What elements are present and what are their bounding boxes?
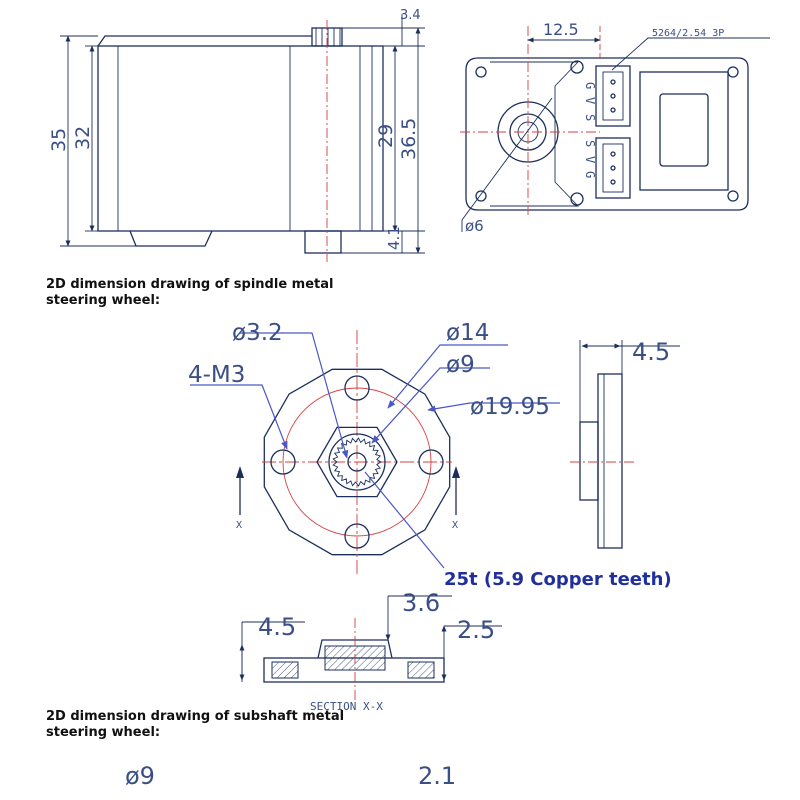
d19-95-leader — [427, 402, 560, 413]
m3-label: 4-M3 — [188, 362, 245, 388]
spindle-wheel-front: X X ø3.2 ø14 4-M3 ø9 ø19.95 25t (5.9 Cop… — [188, 320, 672, 590]
wheel-hex-hub — [316, 426, 398, 498]
wheel-outer-dodecagon — [263, 368, 451, 556]
mount-hole — [727, 190, 739, 202]
servo-back-view: G V S S V G 12.5 5264/2.54 3P ø6 — [460, 20, 770, 235]
teeth-note: 25t (5.9 Copper teeth) — [444, 569, 672, 590]
connector-pin — [610, 179, 616, 185]
dim-35-label: 35 — [48, 128, 70, 152]
mount-hole — [727, 66, 739, 78]
d9-leader — [371, 367, 490, 444]
d3-2-leader — [240, 332, 349, 459]
mount-hole — [475, 190, 487, 202]
servo-body-outline — [97, 45, 384, 232]
pin-label: V — [583, 156, 597, 163]
d6-leader — [461, 97, 553, 221]
spindle-wheel-caption: 2D dimension drawing of spindle metal st… — [46, 277, 334, 308]
pin-label: S — [583, 114, 597, 121]
pin-label: G — [583, 171, 597, 178]
connector-top — [595, 65, 631, 127]
subshaft-2-1-label: 2.1 — [418, 762, 456, 790]
section-view: 4.5 3.6 2.5 SECTION X-X — [239, 589, 502, 713]
d14-label: ø14 — [446, 320, 489, 346]
label-panel-window — [659, 93, 709, 167]
connector-pin — [610, 79, 616, 85]
d14-leader — [387, 344, 508, 409]
subshaft-wheel-caption: 2D dimension drawing of subshaft metal s… — [46, 709, 345, 740]
d6-label: ø6 — [465, 217, 484, 235]
d3-2-label: ø3.2 — [232, 320, 283, 346]
d9-label: ø9 — [446, 352, 475, 378]
pin-label: S — [583, 140, 597, 147]
bolt-hole — [344, 375, 370, 401]
section-mark-label: X — [236, 520, 242, 531]
connector-pin — [610, 93, 616, 99]
teeth-leader — [364, 471, 445, 569]
dim-36-5-label: 36.5 — [398, 118, 420, 160]
dim-12-5-label: 12.5 — [543, 20, 579, 39]
dim-2-5-label: 2.5 — [457, 616, 495, 644]
spline-teeth — [332, 437, 382, 487]
servo-back-inner-shape — [490, 61, 580, 207]
wheel-side-hub — [579, 421, 599, 501]
section-bolt-hatch — [271, 661, 299, 679]
section-bolt-hatch — [407, 661, 435, 679]
section-mark-label: X — [452, 520, 458, 531]
connector-leader — [611, 37, 770, 71]
connector-top-inner — [602, 71, 624, 121]
pin-label: V — [583, 97, 597, 104]
subshaft-d9-label: ø9 — [125, 762, 155, 790]
servo-side-view: 3.4 35 32 29 36.5 4.1 — [48, 8, 425, 262]
bolt-hole — [270, 449, 296, 475]
connector-pin — [610, 151, 616, 157]
section-mark-arrow — [236, 466, 244, 478]
center-bore — [347, 452, 367, 472]
dim-top-partial-label: 3.4 — [400, 8, 421, 23]
pin-label: G — [583, 82, 597, 89]
servo-bottom-shaft — [304, 230, 342, 254]
bolt-hole — [344, 523, 370, 549]
servo-top-cap — [97, 35, 312, 47]
subshaft-partial: ø9 2.1 — [125, 762, 456, 790]
d19-95-label: ø19.95 — [470, 394, 550, 420]
servo-bottom-foot — [129, 230, 213, 247]
spindle-wheel-side: 4.5 — [570, 338, 680, 549]
spline-outer — [328, 433, 386, 491]
dim-4-1-label: 4.1 — [385, 226, 403, 250]
mount-hole — [475, 66, 487, 78]
section-mark-arrow — [452, 466, 460, 478]
dim-29-label: 29 — [375, 124, 397, 148]
bolt-hole — [418, 449, 444, 475]
mount-hole — [570, 60, 584, 74]
dim-side-4-5-label: 4.5 — [632, 338, 670, 366]
connector-label: 5264/2.54 3P — [652, 28, 724, 39]
servo-back-outline — [465, 57, 749, 211]
connector-bottom — [595, 137, 631, 199]
connector-pin — [610, 107, 616, 113]
dim-sec-4-5-label: 4.5 — [258, 613, 296, 641]
dim-3-6-label: 3.6 — [402, 589, 440, 617]
m3-leader — [190, 384, 288, 450]
wheel-side-flange — [597, 373, 623, 549]
dim-32-label: 32 — [72, 126, 94, 150]
section-label: SECTION X-X — [310, 700, 383, 713]
mount-hole — [570, 192, 584, 206]
label-panel — [639, 71, 729, 191]
connector-pin — [610, 165, 616, 171]
connector-bottom-inner — [602, 143, 624, 193]
